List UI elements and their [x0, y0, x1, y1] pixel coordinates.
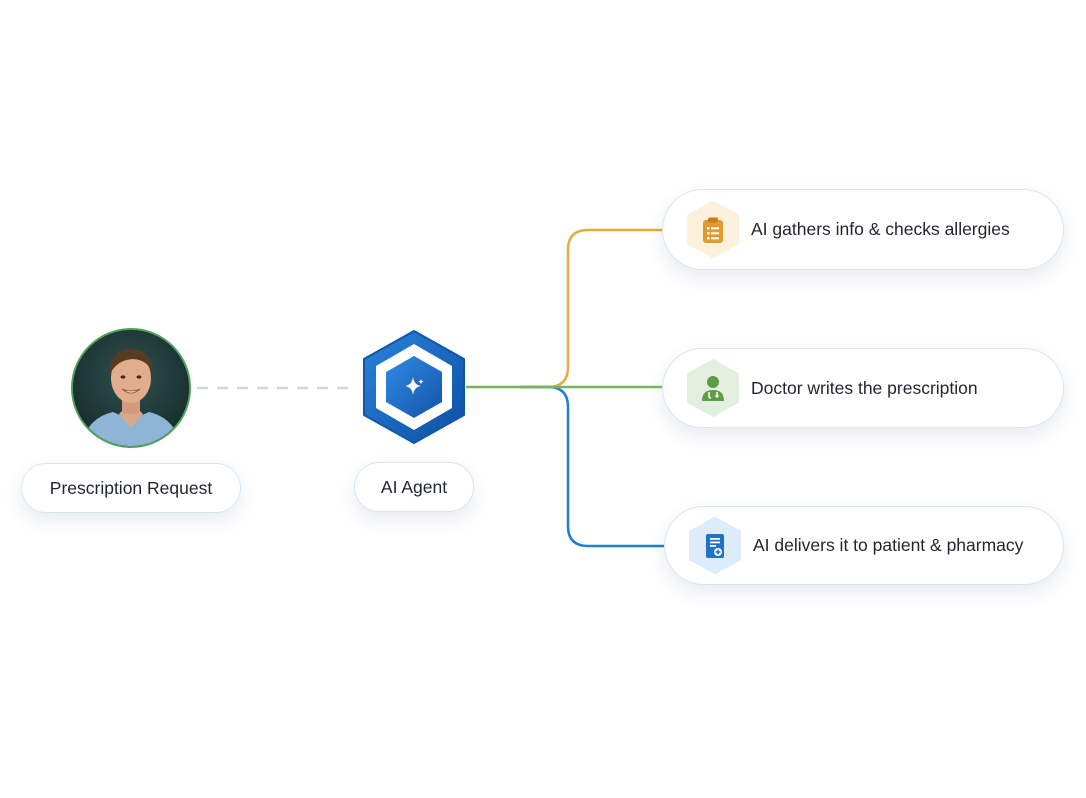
step-doctor-writes[interactable]: Doctor writes the prescription: [662, 348, 1064, 428]
clipboard-icon: [703, 217, 723, 243]
prescription-request-label: Prescription Request: [49, 477, 213, 498]
ai-agent-label: AI Agent: [380, 476, 448, 497]
step-gather-label: AI gathers info & checks allergies: [751, 219, 1010, 239]
step-gather-info[interactable]: AI gathers info & checks allergies: [662, 189, 1064, 270]
step-deliver-badge: [689, 516, 741, 575]
sparkle-icon: [405, 377, 424, 395]
prescription-request-pill[interactable]: Prescription Request: [21, 463, 241, 513]
step-gather-badge: [687, 200, 739, 259]
medical-document-icon: [706, 533, 724, 558]
connector-gather: [520, 228, 662, 389]
ai-agent-node[interactable]: [360, 328, 468, 446]
person-avatar-icon: [73, 330, 189, 446]
ai-agent-hexagon: [363, 330, 465, 444]
step-doctor-badge: [687, 359, 739, 417]
step-deliver[interactable]: AI delivers it to patient & pharmacy: [664, 506, 1064, 585]
doctor-icon: [702, 376, 724, 401]
step-doctor-label: Doctor writes the prescription: [751, 377, 978, 398]
connector-deliver: [520, 385, 664, 548]
requester-avatar: [71, 328, 191, 448]
ai-agent-pill[interactable]: AI Agent: [354, 462, 474, 512]
step-deliver-label: AI delivers it to patient & pharmacy: [753, 535, 1024, 555]
